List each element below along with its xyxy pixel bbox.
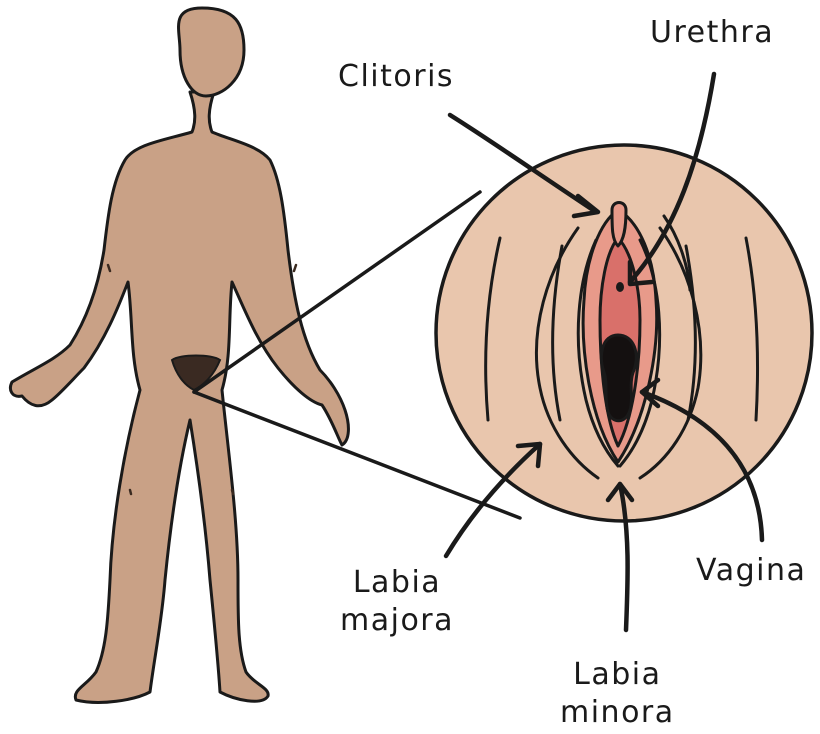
figure-body xyxy=(8,90,350,704)
arrow-labia-majora xyxy=(443,441,543,559)
arrow-labia-minora xyxy=(617,481,630,633)
thigh-crease-right xyxy=(744,236,760,422)
label-labia-minora: Labia minora xyxy=(560,656,675,731)
label-labia-minora-line1: Labia xyxy=(573,657,662,692)
labia-majora-left-outer xyxy=(534,226,600,480)
label-vagina: Vagina xyxy=(696,552,806,590)
label-labia-majora-line1: Labia xyxy=(352,565,442,600)
labia-majora-left-inner xyxy=(551,244,564,422)
arrow-labia-minora-head xyxy=(605,481,635,503)
elbow-right-mark xyxy=(292,263,298,273)
arrows xyxy=(443,71,765,633)
elbow-left-mark xyxy=(106,263,112,273)
figure-head xyxy=(177,6,246,98)
label-urethra: Urethra xyxy=(650,14,774,52)
clitoris-hood xyxy=(610,201,628,248)
label-urethra-text: Urethra xyxy=(650,15,775,50)
vulva-detail xyxy=(484,201,760,480)
urethra-opening xyxy=(616,282,624,292)
vaginal-opening xyxy=(599,333,638,423)
label-clitoris: Clitoris xyxy=(338,58,454,96)
inner-fold-left xyxy=(576,238,620,468)
human-figure xyxy=(8,6,350,704)
label-labia-minora-line2: minora xyxy=(560,694,675,730)
inner-fold-right xyxy=(618,238,662,468)
zoom-line-bottom xyxy=(192,390,522,520)
arrow-clitoris xyxy=(447,112,599,215)
labia-majora-right-inner xyxy=(684,244,697,422)
arrow-clitoris-head xyxy=(571,193,601,219)
arrow-vagina xyxy=(639,389,765,543)
knee-left-mark xyxy=(128,488,133,496)
arrow-urethra xyxy=(627,71,717,285)
thigh-crease-left xyxy=(484,236,502,422)
label-labia-majora-line2: majora xyxy=(340,602,455,638)
figure-details xyxy=(106,263,298,496)
arrow-vagina-head xyxy=(639,377,661,409)
knee-right-mark xyxy=(230,488,235,496)
label-vagina-text: Vagina xyxy=(696,553,807,588)
arrow-urethra-head xyxy=(627,259,655,287)
label-labia-majora: Labia majora xyxy=(340,564,454,639)
zoom-lines xyxy=(192,190,522,520)
label-clitoris-text: Clitoris xyxy=(338,59,455,94)
labia-majora-right-outer xyxy=(638,226,703,480)
pubic-hair xyxy=(170,354,222,392)
arrow-labia-majora-head xyxy=(515,441,543,469)
zoom-line-top xyxy=(192,190,482,394)
